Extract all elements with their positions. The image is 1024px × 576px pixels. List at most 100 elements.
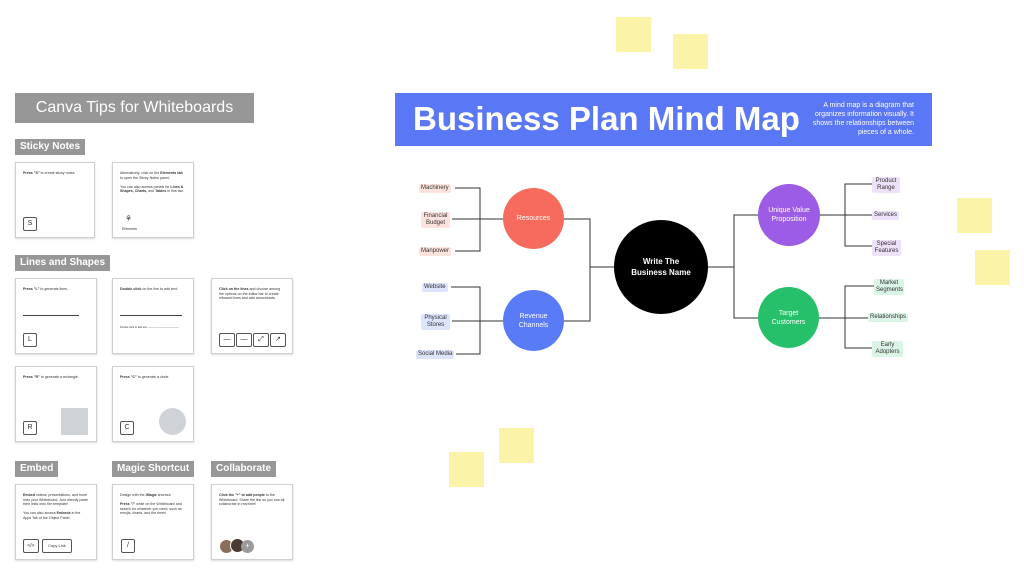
sticky-note[interactable]: [975, 250, 1010, 285]
connector-revenue: [564, 267, 591, 322]
leaf-early-adopters[interactable]: Early Adopters: [872, 341, 903, 357]
leaf-manpower[interactable]: Manpower: [419, 247, 452, 256]
leaf-market-segments[interactable]: Market Segments: [874, 279, 904, 295]
tip-text: to the Whiteboard. Share the link so you…: [219, 493, 285, 507]
branch-label: Resources: [516, 215, 551, 222]
add-people-icon[interactable]: +: [241, 540, 254, 553]
sticky-note[interactable]: [499, 428, 534, 463]
leaf-website[interactable]: Website: [422, 283, 448, 292]
sticky-note[interactable]: [957, 198, 992, 233]
rectangle-sample: [61, 408, 88, 435]
line-sample: [120, 315, 182, 316]
tip-text: and: [147, 189, 156, 194]
branch-node-target[interactable]: Target Customers: [758, 287, 819, 348]
tip-text: to create sticky notes.: [39, 171, 76, 175]
line-icon[interactable]: —: [236, 333, 252, 347]
tip-card-lines-options[interactable]: Click on the lines and choose among the …: [211, 278, 293, 354]
tip-bold: Double-click: [120, 287, 142, 291]
connector-early-adopters: [844, 318, 872, 349]
tip-bold: Click the "+" to add people: [219, 493, 265, 497]
branch-label: Unique Value Proposition: [768, 207, 810, 223]
branch-node-revenue[interactable]: Revenue Channels: [503, 290, 564, 351]
circle-sample: [159, 408, 186, 435]
tip-text: on the line to add text.: [141, 287, 178, 291]
tip-text: to open the Sticky Notes panel.: [120, 175, 170, 180]
tip-text: to generate a rectangle.: [39, 375, 79, 379]
tip-text: to generate a circle.: [136, 375, 170, 379]
connector-manpower: [455, 219, 481, 252]
straight-line-icon[interactable]: —: [219, 333, 235, 347]
tip-bold: Click on the lines: [219, 287, 249, 291]
branch-label: Revenue Channels: [518, 312, 549, 329]
leaf-machinery[interactable]: Machinery: [419, 184, 451, 193]
mindmap-description: A mind map is a diagram that organizes i…: [812, 102, 914, 136]
line-with-text-sample: Double-click to add text ————————————: [120, 326, 179, 329]
avatar: [220, 540, 233, 553]
key-c: C: [120, 421, 134, 435]
connector-product-range: [820, 183, 872, 216]
elements-label: Elements: [122, 227, 137, 231]
tip-bold: Press "R": [23, 375, 40, 379]
key-l: L: [23, 333, 37, 347]
tip-text: You can also access: [23, 511, 57, 516]
section-label-lines-shapes: Lines and Shapes: [15, 255, 111, 271]
mindmap-title: Business Plan Mind Map: [413, 100, 800, 137]
elements-icon: ⚘: [125, 214, 133, 223]
elbow-line-icon[interactable]: ⤢: [253, 333, 269, 347]
tip-card-circle[interactable]: Press "C" to generate a circle. C: [112, 366, 194, 442]
tip-card-lines-press[interactable]: Press "L" to generate lines. L: [15, 278, 97, 354]
tip-text: shortcut.: [156, 493, 172, 497]
tip-text: Alternatively, click on the: [120, 171, 161, 175]
tip-text: You can also access panels for: [120, 184, 171, 189]
sticky-note[interactable]: [616, 17, 651, 52]
leaf-physical-stores[interactable]: Physical Stores: [421, 314, 450, 330]
embed-code-icon: </>: [23, 539, 39, 553]
tip-bold: Embeds: [56, 511, 71, 516]
tip-bold: Press "S": [23, 171, 40, 175]
section-label-collaborate: Collaborate: [211, 461, 277, 477]
center-node-label: Write The Business Name: [631, 257, 691, 277]
section-label-embed: Embed: [15, 461, 59, 477]
tip-text: while on the Whiteboard and search for w…: [120, 502, 182, 516]
tip-card-sticky-elements[interactable]: Alternatively, click on the Elements tab…: [112, 162, 194, 238]
key-slash: /: [121, 539, 135, 553]
connector-market-segments: [819, 285, 874, 319]
connector-resources: [564, 218, 614, 268]
tip-text: in this tab.: [166, 189, 184, 194]
section-label-sticky-notes: Sticky Notes: [15, 139, 86, 155]
tip-card-sticky-press[interactable]: Press "S" to create sticky notes. S: [15, 162, 95, 238]
tip-card-collaborate[interactable]: Click the "+" to add people to the White…: [211, 484, 293, 560]
key-s: S: [23, 217, 37, 231]
leaf-services[interactable]: Services: [872, 211, 900, 220]
branch-node-resources[interactable]: Resources: [503, 188, 564, 249]
copy-link-button[interactable]: Copy Link: [42, 539, 72, 553]
key-r: R: [23, 421, 37, 435]
leaf-financial-budget[interactable]: Financial Budget: [421, 212, 450, 228]
curved-line-icon[interactable]: ↗: [270, 333, 286, 347]
center-node[interactable]: Write The Business Name: [614, 220, 708, 314]
branch-node-uvp[interactable]: Unique Value Proposition: [758, 184, 820, 246]
tips-title: Canva Tips for Whiteboards: [15, 93, 254, 123]
tip-bold: Press "/": [120, 502, 136, 507]
sticky-note[interactable]: [673, 34, 708, 69]
sticky-note[interactable]: [449, 452, 484, 487]
section-label-magic-shortcut: Magic Shortcut: [112, 461, 195, 477]
tip-card-lines-text[interactable]: Double-click on the line to add text. Do…: [112, 278, 194, 354]
tip-bold: Lines & Shapes, Charts,: [120, 184, 184, 194]
tip-text: in the Apps Tab of the Object Panel.: [23, 511, 81, 520]
connector-social-media: [456, 321, 481, 355]
leaf-product-range[interactable]: Product Range: [872, 177, 900, 193]
tip-bold: Elements tab: [160, 171, 183, 175]
leaf-special-features[interactable]: Special Features: [872, 240, 901, 256]
tip-card-embed[interactable]: Embed videos, presentations, and more on…: [15, 484, 97, 560]
tip-bold: /Magic: [145, 493, 157, 497]
tip-text: Design with the: [120, 493, 146, 497]
leaf-relationships[interactable]: Relationships: [868, 313, 909, 322]
tip-card-magic[interactable]: Design with the /Magic shortcut. Press "…: [112, 484, 194, 560]
leaf-social-media[interactable]: Social Media: [416, 350, 455, 359]
tip-card-rectangle[interactable]: Press "R" to generate a rectangle. R: [15, 366, 97, 442]
mindmap-banner: Business Plan Mind Map A mind map is a d…: [395, 93, 932, 146]
tip-text: and choose among the options on the edit…: [219, 287, 281, 301]
tip-text: videos, presentations, and more onto you…: [23, 493, 89, 507]
